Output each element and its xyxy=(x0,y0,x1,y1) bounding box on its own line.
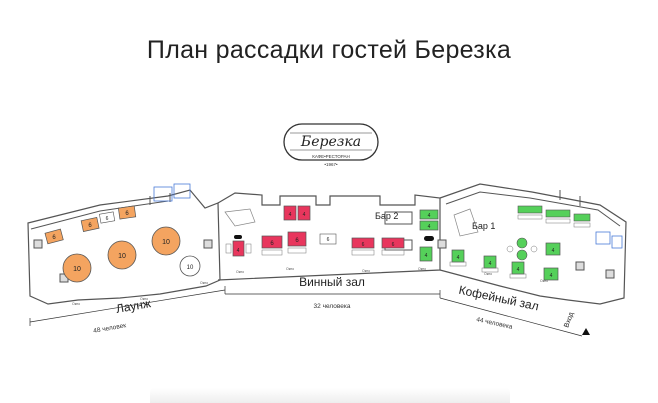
rect-table: 4 xyxy=(419,209,439,220)
rect-table: 4 xyxy=(283,205,297,221)
table-seats: 6 xyxy=(362,242,365,248)
rect-table: 6 xyxy=(381,237,405,249)
rect-table: 4 xyxy=(451,249,465,263)
rect-table: 6 xyxy=(319,233,337,245)
wine-tables: 4 6 6 4 4 6 6 6 xyxy=(225,205,434,257)
table-seats: 4 xyxy=(457,255,460,261)
zone-label-wine: Винный зал xyxy=(299,275,365,289)
round-table: 10 xyxy=(151,226,181,256)
table-seats: 6 xyxy=(270,241,274,247)
wine-capacity: 32 человека xyxy=(314,303,351,310)
table-seats: 6 xyxy=(106,216,109,222)
capacity-brackets xyxy=(29,286,583,337)
table-seats: 4 xyxy=(425,253,428,259)
window-label: Окно xyxy=(236,270,244,274)
table-seats: 6 xyxy=(392,242,395,248)
entrance-label: Вход xyxy=(563,311,575,328)
table-seats: 6 xyxy=(327,237,330,243)
coffee-tables: 4 4 4 4 4 4 4 4 xyxy=(419,205,591,281)
round-table: 10 xyxy=(107,240,137,270)
bar1-label: Бар 1 xyxy=(472,221,495,231)
rect-table: 6 xyxy=(117,205,137,220)
table-seats: 4 xyxy=(489,261,492,267)
table-seats: 10 xyxy=(187,265,194,271)
table-seats: 6 xyxy=(125,211,129,217)
rect-table: 6 xyxy=(44,228,64,245)
rect-table: 4 xyxy=(419,220,439,231)
table-seats: 4 xyxy=(428,213,431,219)
table-seats: 10 xyxy=(118,253,126,260)
coffee-capacity: 44 человека xyxy=(476,316,514,331)
rect-table: 4 xyxy=(543,267,559,281)
zone-label-lounge: Лаунж xyxy=(115,296,152,316)
round-table: 10 xyxy=(62,253,92,283)
bottom-fade xyxy=(150,388,510,403)
table-seats: 6 xyxy=(295,238,299,244)
rect-table: 6 xyxy=(99,211,116,224)
table-seats: 6 xyxy=(88,223,92,229)
window-label: Окно xyxy=(72,302,80,306)
page-title: План рассадки гостей Березка xyxy=(146,36,512,64)
lounge-capacity: 48 человек xyxy=(93,322,127,335)
rect-table: 4 xyxy=(297,205,311,221)
lounge-rect-tables: 6 6 6 6 xyxy=(44,205,137,245)
window-label: Окно xyxy=(362,269,370,273)
rect-table: 4 xyxy=(483,255,497,269)
lounge-round-tables: 10 10 10 10 xyxy=(62,226,201,283)
rect-table: 4 xyxy=(419,246,433,262)
window-label: Окно xyxy=(286,267,294,271)
cabinets xyxy=(153,183,623,249)
logo-subtitle: КАФЕ•РЕСТОРАН xyxy=(312,154,350,159)
table-seats: 4 xyxy=(552,248,555,254)
table-seats: 4 xyxy=(550,273,553,279)
table-seats: 4 xyxy=(303,212,306,218)
rect-table: 6 xyxy=(261,235,283,249)
window-label: Окно xyxy=(540,279,548,283)
window-label: Окно xyxy=(484,272,492,276)
window-labels: Окно Окно Окно Окно Окно Окно Окно Окно … xyxy=(72,267,548,306)
zone-label-coffee: Кофейный зал xyxy=(458,283,541,314)
logo-script-name: Березка xyxy=(300,134,361,150)
rect-table: 4 xyxy=(545,242,561,256)
rect-table: 6 xyxy=(287,231,307,247)
window-label: Окно xyxy=(418,267,426,271)
rect-table: 6 xyxy=(351,237,375,249)
rect-table: 4 xyxy=(232,240,245,257)
table-seats: 4 xyxy=(517,267,520,273)
entrance-arrow-icon xyxy=(582,328,590,335)
restaurant-logo: Березка КАФЕ•РЕСТОРАН •1967• xyxy=(283,123,379,167)
table-seats: 4 xyxy=(428,224,431,230)
table-seats: 4 xyxy=(237,248,240,254)
table-seats: 6 xyxy=(52,235,56,241)
round-table: 10 xyxy=(179,255,201,277)
table-seats: 10 xyxy=(162,239,170,246)
table-seats: 4 xyxy=(289,212,292,218)
rect-table: 4 xyxy=(511,261,525,275)
window-label: Окно xyxy=(200,281,208,285)
logo-year: •1967• xyxy=(324,162,338,167)
bar2-label: Бар 2 xyxy=(375,211,398,221)
window-label: Окно xyxy=(140,297,148,301)
table-seats: 10 xyxy=(73,266,81,273)
rect-table: 6 xyxy=(80,217,100,232)
